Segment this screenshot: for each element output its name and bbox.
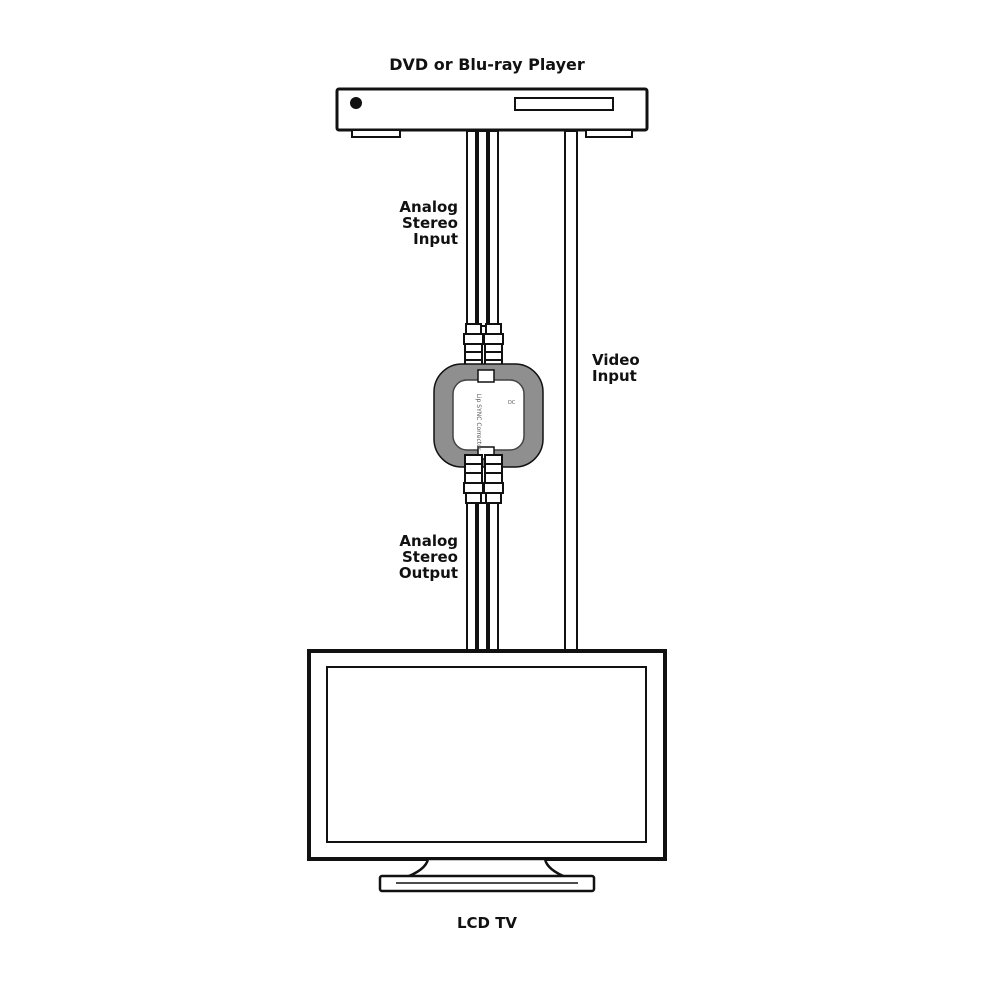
- output-connectors: [463, 454, 504, 504]
- corrector-top-port: [477, 369, 495, 383]
- corrector-dc-text: DC: [508, 400, 516, 406]
- player-foot-right: [585, 129, 633, 138]
- analog-output-line-3: Output: [398, 564, 458, 582]
- video-input-label: Video Input: [592, 352, 692, 384]
- dvd-player-icon: [335, 87, 649, 138]
- input-connectors: [463, 323, 504, 371]
- corrector-inner-body: [452, 379, 525, 451]
- corrector-dc-label: DC: [508, 400, 515, 406]
- video-input-line-1: Video: [592, 351, 640, 369]
- analog-input-label: Analog Stereo Input: [360, 199, 458, 247]
- player-foot-left: [351, 129, 401, 138]
- analog-input-line-1: Analog: [399, 198, 458, 216]
- corrector-name-text: Lip SYNC Corrector: [475, 393, 482, 451]
- lip-sync-corrector-icon: [433, 363, 544, 468]
- player-power-button: [350, 97, 362, 109]
- analog-output-line-1: Analog: [399, 532, 458, 550]
- player-disc-tray: [514, 97, 614, 111]
- video-cable: [564, 130, 578, 652]
- analog-output-cables: [466, 502, 499, 652]
- analog-output-line-2: Stereo: [401, 548, 458, 566]
- video-input-line-2: Input: [592, 367, 637, 385]
- analog-output-label: Analog Stereo Output: [360, 533, 458, 581]
- tv-screen: [326, 666, 647, 843]
- analog-input-line-2: Stereo: [401, 214, 458, 232]
- analog-input-cables: [466, 130, 499, 327]
- display-label: LCD TV: [420, 915, 554, 931]
- source-label: DVD or Blu-ray Player: [380, 57, 594, 73]
- source-label-text: DVD or Blu-ray Player: [389, 55, 585, 74]
- display-label-text: LCD TV: [456, 914, 518, 932]
- analog-input-line-3: Input: [413, 230, 458, 248]
- lcd-tv-icon: [307, 649, 667, 893]
